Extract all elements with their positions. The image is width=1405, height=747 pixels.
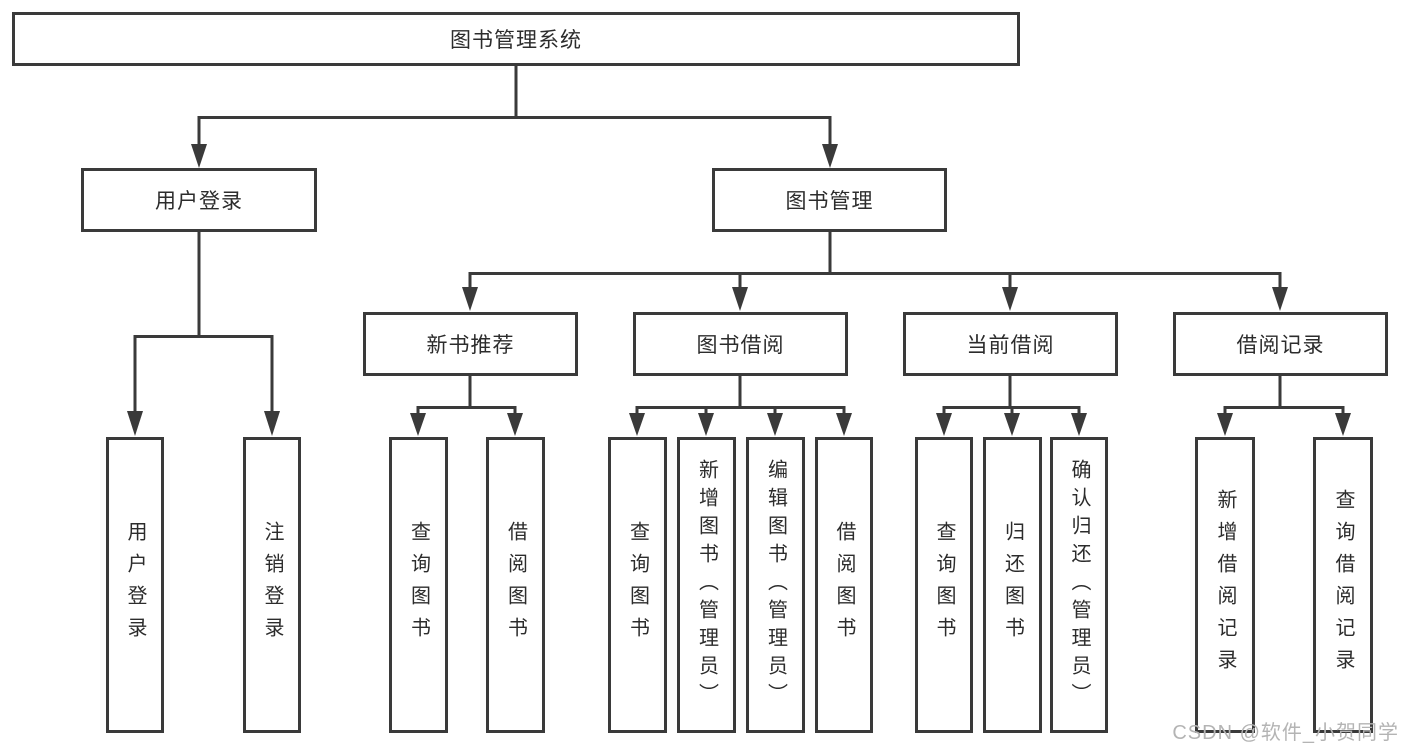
- leaf-add-book-admin: 新增图书（管理员）: [677, 437, 736, 733]
- leaf-logout: 注销登录: [243, 437, 301, 733]
- node-label: 借阅图书: [833, 521, 855, 649]
- node-label: 新增借阅记录: [1214, 489, 1236, 681]
- node-library-management-system: 图书管理系统: [12, 12, 1020, 66]
- node-book-borrowing: 图书借阅: [633, 312, 848, 376]
- node-label: 用户登录: [124, 521, 146, 649]
- node-borrowing-records: 借阅记录: [1173, 312, 1388, 376]
- leaf-query-books-recommend: 查询图书: [389, 437, 448, 733]
- node-label: 注销登录: [261, 521, 283, 649]
- leaf-query-books-borrowing: 查询图书: [608, 437, 667, 733]
- node-label: 查询图书: [407, 521, 430, 649]
- node-label: 借阅图书: [504, 521, 527, 649]
- node-label: 图书管理系统: [450, 29, 582, 52]
- leaf-edit-book-admin: 编辑图书（管理员）: [746, 437, 805, 733]
- watermark-text: CSDN @软件_小贺同学: [1172, 722, 1399, 744]
- node-book-management: 图书管理: [712, 168, 947, 232]
- leaf-confirm-return-admin: 确认归还（管理员）: [1050, 437, 1108, 733]
- node-current-borrowing: 当前借阅: [903, 312, 1118, 376]
- leaf-user-login: 用户登录: [106, 437, 164, 733]
- node-label: 查询借阅记录: [1332, 489, 1354, 681]
- node-label: 借阅记录: [1236, 334, 1325, 357]
- leaf-return-books: 归还图书: [983, 437, 1042, 733]
- node-label: 新增图书（管理员）: [695, 459, 718, 711]
- node-label: 编辑图书（管理员）: [764, 459, 787, 711]
- leaf-borrow-books-borrowing: 借阅图书: [815, 437, 873, 733]
- node-label: 归还图书: [1001, 521, 1024, 649]
- node-label: 查询图书: [626, 521, 649, 649]
- node-label: 新书推荐: [426, 334, 515, 357]
- leaf-query-books-current: 查询图书: [915, 437, 973, 733]
- node-label: 确认归还（管理员）: [1068, 459, 1090, 711]
- node-label: 图书借阅: [696, 334, 785, 357]
- node-label: 用户登录: [155, 190, 243, 213]
- node-label: 查询图书: [933, 521, 955, 649]
- leaf-borrow-books-recommend: 借阅图书: [486, 437, 545, 733]
- leaf-query-borrow-record: 查询借阅记录: [1313, 437, 1373, 733]
- node-user-login: 用户登录: [81, 168, 317, 232]
- leaf-add-borrow-record: 新增借阅记录: [1195, 437, 1255, 733]
- node-label: 当前借阅: [966, 334, 1055, 357]
- node-label: 图书管理: [785, 190, 874, 213]
- node-new-book-recommend: 新书推荐: [363, 312, 578, 376]
